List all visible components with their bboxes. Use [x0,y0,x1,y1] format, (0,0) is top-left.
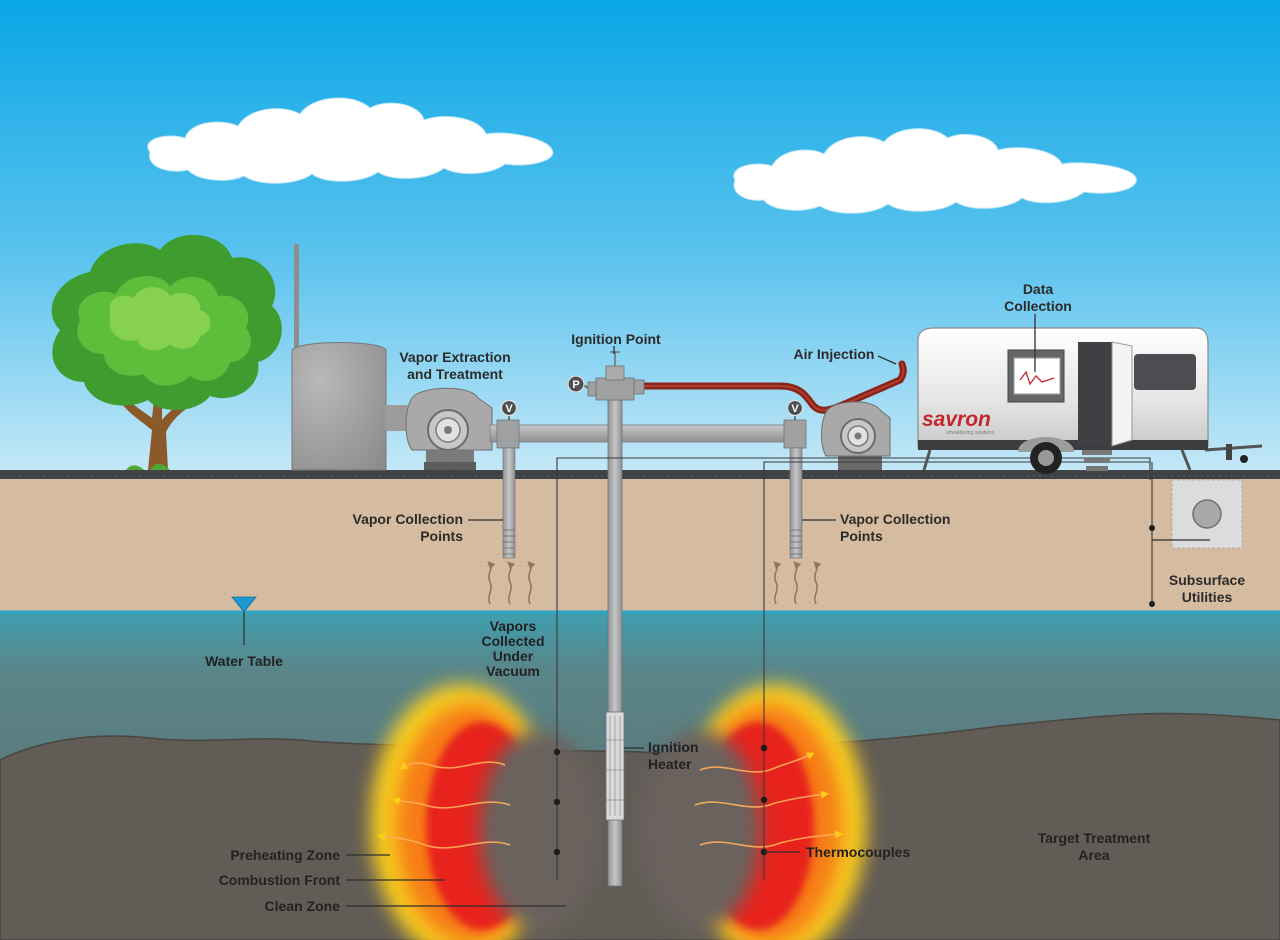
label-vapor-extraction-1: Vapor Extraction [399,349,510,365]
vadose-soil [0,478,1280,612]
label-target-treatment-2: Area [1078,847,1109,863]
brand-tagline: smouldering solutions [946,430,995,436]
valve-right-label: V [791,403,799,415]
cloud-right [733,128,1137,214]
label-ignition-point: Ignition Point [571,331,661,347]
label-subsurface-utilities-2: Utilities [1182,589,1233,605]
ignition-well: P [567,351,645,887]
label-ignition-heater-1: Ignition [648,739,699,755]
label-vapors-1: Vapors [490,618,537,634]
label-vapor-collection-left-1: Vapor Collection [353,511,463,527]
extraction-blower [405,387,493,470]
pressure-gauge-label: P [572,379,579,391]
label-water-table: Water Table [205,653,283,669]
label-thermocouples: Thermocouples [806,844,910,860]
data-trailer: savron smouldering solutions [917,327,1263,474]
subsurface-utility [1171,479,1243,549]
cloud-left [147,97,554,184]
tree-icon [51,234,282,470]
combustion-front-right [640,684,867,940]
labels: Vapor Extraction and Treatment Ignition … [205,281,1245,914]
combustion-front-left [370,684,600,940]
target-treatment-zone [0,712,1280,940]
header-pipe [489,424,791,443]
label-vapor-collection-right-1: Vapor Collection [840,511,950,527]
label-preheating-zone: Preheating Zone [230,847,340,863]
label-data-collection-2: Collection [1004,298,1072,314]
label-vapors-2: Collected [481,633,544,649]
label-vapor-collection-right-2: Points [840,528,883,544]
vapor-collection-point-right: V [783,399,807,559]
label-target-treatment-1: Target Treatment [1038,830,1151,846]
label-subsurface-utilities-1: Subsurface [1169,572,1245,588]
label-ignition-heater-2: Heater [648,756,692,772]
vapor-arrows-left [487,561,536,605]
heat-arrows [376,752,844,849]
valve-left-label: V [505,403,513,415]
thermocouple-wires [556,457,1153,880]
brand-logo-text: savron [922,408,991,431]
vapor-collection-point-left: V [496,399,520,559]
label-vapor-extraction-2: and Treatment [407,366,503,382]
label-data-collection-1: Data [1023,281,1054,297]
label-vapors-4: Vacuum [486,663,540,679]
leader-lines [346,314,1210,907]
label-air-injection: Air Injection [794,346,875,362]
label-vapor-collection-left-2: Points [420,528,463,544]
label-combustion-front: Combustion Front [219,872,341,888]
vapor-arrows-right [773,561,822,605]
ground-surface [0,470,1280,479]
air-injection-blower [821,401,891,470]
label-clean-zone: Clean Zone [265,898,341,914]
label-vapors-3: Under [493,648,534,664]
water-table-marker [231,596,257,645]
